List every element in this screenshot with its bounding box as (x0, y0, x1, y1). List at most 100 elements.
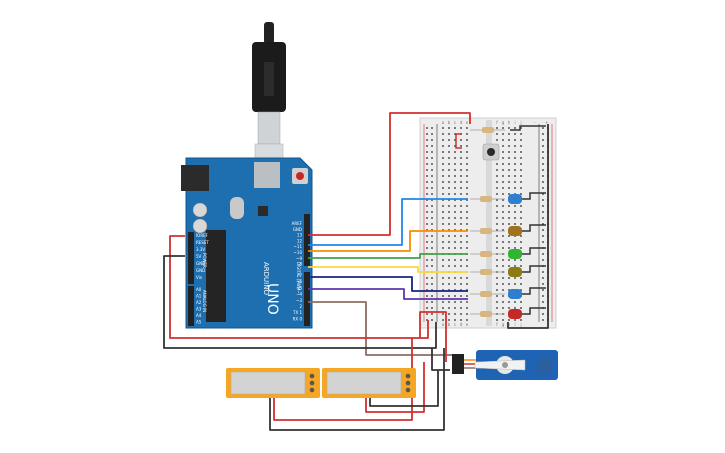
servo-connector (452, 354, 464, 374)
breadboard-hole (431, 265, 433, 267)
breadboard-hole (448, 211, 450, 213)
arduino-model-label: UNO (264, 283, 280, 315)
breadboard-hole (520, 277, 522, 279)
breadboard-hole (496, 319, 498, 321)
breadboard-hole (431, 181, 433, 183)
breadboard-hole (496, 211, 498, 213)
breadboard-hole (514, 175, 516, 177)
breadboard-hole (442, 151, 444, 153)
breadboard-hole (442, 169, 444, 171)
pin-label: GND (196, 261, 205, 266)
breadboard-hole (508, 211, 510, 213)
breadboard-hole (431, 223, 433, 225)
slide-potentiometer-2[interactable] (322, 368, 416, 398)
breadboard-column-letter: j (519, 120, 521, 125)
breadboard-hole (520, 217, 522, 219)
breadboard-hole (442, 241, 444, 243)
pin-label: 2 (299, 304, 302, 309)
breadboard-hole (426, 259, 428, 261)
breadboard-column-letter: d (460, 120, 463, 125)
led-1[interactable] (470, 192, 546, 204)
breadboard-hole (520, 265, 522, 267)
breadboard-hole (514, 139, 516, 141)
wire-red-servo (419, 311, 447, 362)
led-5[interactable] (470, 287, 546, 299)
breadboard-hole (508, 157, 510, 159)
led-2[interactable] (470, 224, 546, 236)
breadboard-hole (466, 151, 468, 153)
breadboard-hole (542, 217, 544, 219)
pin-label: 7 (299, 273, 302, 278)
breadboard-hole (460, 313, 462, 315)
breadboard-hole (454, 223, 456, 225)
breadboard-hole (460, 217, 462, 219)
pin-label: 3.3V (196, 247, 205, 252)
breadboard-hole (508, 205, 510, 207)
led-body (508, 226, 522, 236)
breadboard-hole (520, 187, 522, 189)
breadboard-hole (508, 277, 510, 279)
breadboard-hole (448, 241, 450, 243)
breadboard-hole (448, 223, 450, 225)
led-6[interactable] (470, 307, 546, 319)
breadboard-hole (542, 259, 544, 261)
breadboard-hole (508, 139, 510, 141)
led-array (470, 192, 546, 319)
breadboard-hole (520, 319, 522, 321)
pin-label: 5V (196, 254, 202, 259)
breadboard-hole (542, 295, 544, 297)
breadboard-hole (466, 181, 468, 183)
breadboard-hole (431, 301, 433, 303)
wire-black-button (510, 125, 546, 131)
breadboard-hole (448, 133, 450, 135)
breadboard-hole (426, 295, 428, 297)
breadboard-hole (502, 217, 504, 219)
breadboard-hole (448, 295, 450, 297)
breadboard-hole (431, 127, 433, 129)
breadboard-hole (496, 139, 498, 141)
breadboard-hole (454, 187, 456, 189)
led-4[interactable] (470, 265, 546, 277)
breadboard-hole (514, 259, 516, 261)
breadboard-hole (466, 133, 468, 135)
breadboard-hole (496, 283, 498, 285)
breadboard-hole (496, 295, 498, 297)
breadboard-hole (502, 193, 504, 195)
breadboard-hole (520, 169, 522, 171)
pin-label: A0 (196, 287, 202, 292)
breadboard-hole (520, 157, 522, 159)
breadboard-hole (496, 259, 498, 261)
breadboard-hole (466, 301, 468, 303)
breadboard-hole (466, 139, 468, 141)
led-ground-wire (522, 307, 546, 315)
breadboard-hole (466, 241, 468, 243)
pushbutton[interactable] (482, 143, 500, 161)
breadboard-hole (431, 163, 433, 165)
arduino-board[interactable]: ARDUINO UNO POWER ANALOG IN DIGITAL (PWM… (181, 157, 313, 329)
breadboard-hole (448, 175, 450, 177)
wire-yellow (308, 266, 468, 273)
digital-header-top (304, 214, 310, 266)
breadboard-hole (466, 235, 468, 237)
slide-potentiometer-1[interactable] (226, 368, 320, 398)
breadboard-column-letter: c (454, 322, 456, 327)
breadboard-hole (520, 145, 522, 147)
led-ground-wire (522, 265, 546, 273)
breadboard-hole (514, 157, 516, 159)
led-3[interactable] (470, 247, 546, 259)
breadboard-hole (466, 307, 468, 309)
breadboard-hole (442, 139, 444, 141)
breadboard-hole (520, 283, 522, 285)
breadboard-hole (448, 139, 450, 141)
breadboard-hole (514, 151, 516, 153)
breadboard-hole (442, 235, 444, 237)
breadboard-column-letter: e (466, 120, 469, 125)
resistor (480, 269, 492, 275)
usb-port (254, 162, 280, 188)
breadboard-hole (542, 319, 544, 321)
breadboard-hole (508, 307, 510, 309)
pin-label: ~3 (296, 298, 302, 303)
pin-label: GND (293, 227, 302, 232)
servo-motor[interactable] (452, 350, 558, 380)
